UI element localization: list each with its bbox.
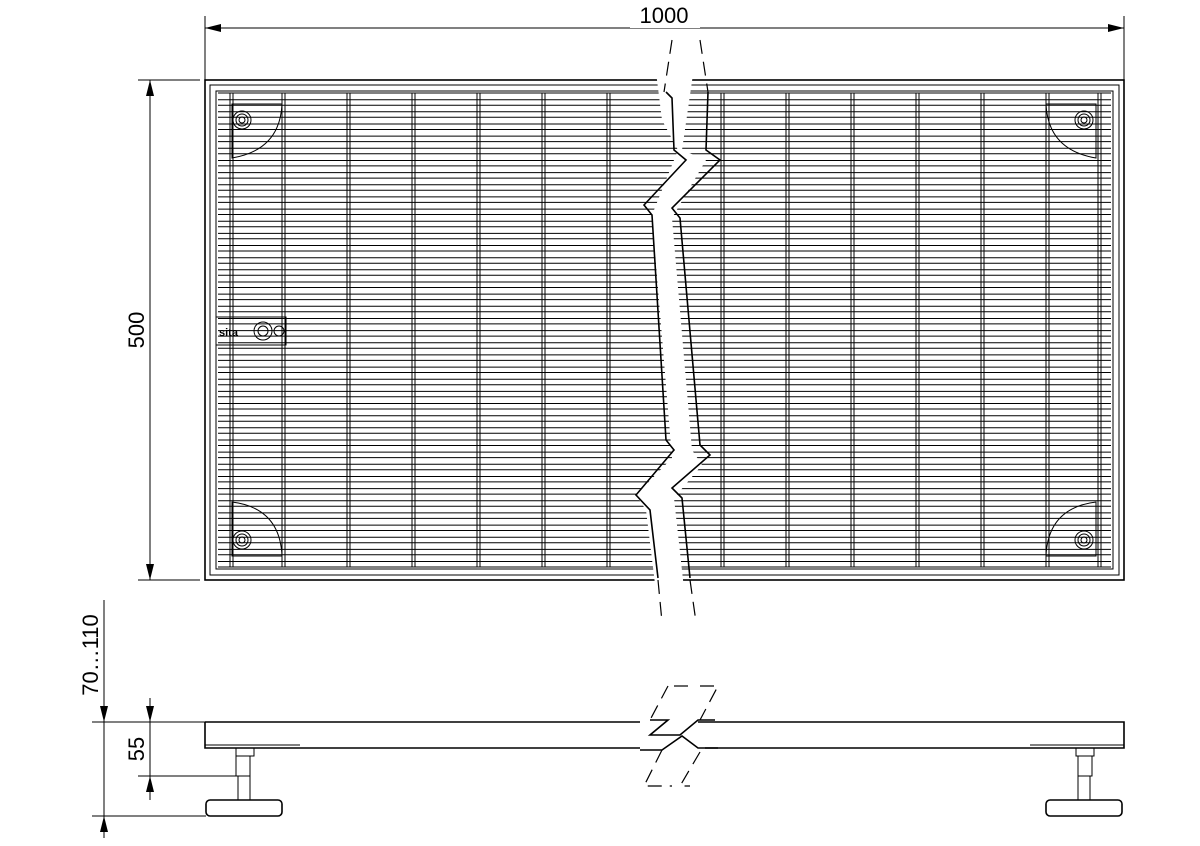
height-dimension: 500 [124, 79, 200, 581]
corner-bolt-icon [1077, 533, 1091, 547]
height-dimension-label: 500 [124, 312, 149, 349]
corner-bolt-icon [1080, 116, 1088, 124]
corner-bolt-icon [1080, 536, 1088, 544]
corner-bolt-icon [235, 533, 249, 547]
sita-logo: sita [215, 316, 287, 346]
left-pedestal [205, 747, 283, 817]
adjustable-height-dimension: 70…110 [78, 600, 108, 838]
corner-bolt-icon [1074, 530, 1094, 550]
frame-height-label: 55 [124, 737, 149, 761]
right-pedestal [1045, 747, 1123, 817]
frame-height-dimension: 55 [124, 698, 154, 800]
corner-plate [231, 501, 283, 557]
corner-bolt-icon [232, 110, 252, 130]
break-lines-side [640, 685, 719, 787]
corner-fixings [231, 103, 1097, 557]
corner-plate [1045, 103, 1097, 159]
corner-bolt-icon [232, 530, 252, 550]
corner-bolt-icon [1074, 110, 1094, 130]
logo-text: sita [219, 327, 239, 339]
corner-bolt-icon [235, 113, 249, 127]
corner-bolt-icon [238, 116, 246, 124]
side-view: 55 70…110 [78, 600, 1125, 838]
width-dimension: 1000 [204, 3, 1125, 80]
grating-top-view: sita [204, 39, 1125, 625]
corner-bolt-icon [238, 536, 246, 544]
corner-bolt-icon [1077, 113, 1091, 127]
break-lines-top [634, 39, 722, 623]
adjustable-height-label: 70…110 [78, 614, 103, 696]
width-dimension-label: 1000 [640, 3, 689, 28]
corner-plate [231, 103, 283, 159]
corner-plate [1045, 501, 1097, 557]
